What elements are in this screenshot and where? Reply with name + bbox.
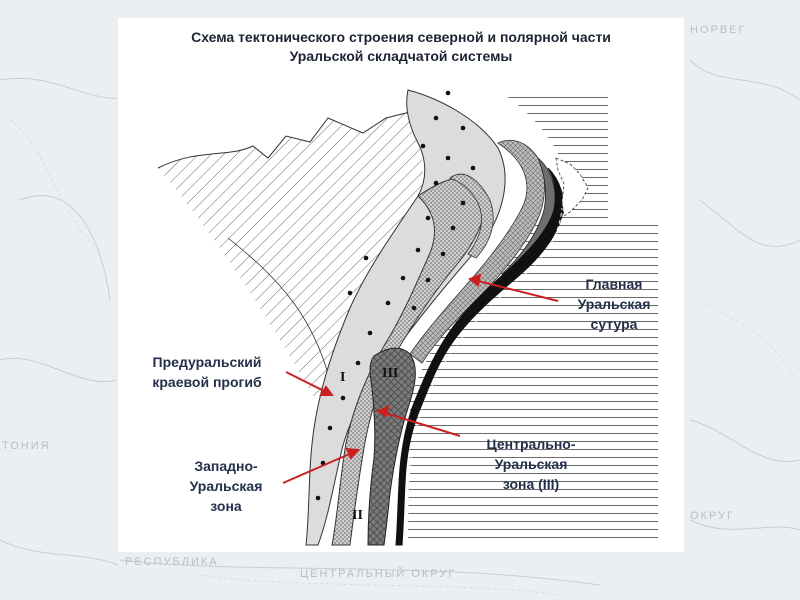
label-central-ural-zone-line-2: Уральская [494,456,568,472]
zone-west-ural [331,177,485,546]
zone-north-dotted-band [449,173,494,259]
label-pre-ural-foredeep-line-2: краевой прогиб [152,374,262,390]
pointer-arrows [282,273,559,484]
label-central-ural-zone-line-3: зона (III) [502,476,560,492]
diagram-title: Схема тектонического строения северной и… [118,28,684,66]
platform-coastline [157,109,419,169]
label-main-ural-suture: Главная Уральская сутура [554,274,674,334]
bg-map-label-5: НОРВЕГ [690,24,747,36]
label-central-ural-zone-line-1: Центрально- [486,436,576,452]
label-pre-ural-foredeep-line-1: Предуральский [152,354,262,370]
bg-map-label-3: РЕСПУБЛИКА [125,556,219,568]
arrow-zapadno-head [345,447,361,460]
label-pre-ural-foredeep: Предуральский краевой прогиб [132,352,282,392]
bg-map-label-4: ЦЕНТРАЛЬНЫЙ ОКРУГ [300,568,457,580]
bg-map-label-1: ТОНИЯ [2,440,51,452]
arrow-preduralsky [285,371,329,394]
main-ural-suture [395,167,564,546]
east-shore-feature [555,157,589,217]
tectonic-scheme [157,89,658,546]
label-west-ural-zone-line-3: зона [210,498,242,514]
arrow-preduralsky-head [319,385,334,396]
label-west-ural-zone: Западно- Уральская зона [168,456,284,516]
label-main-ural-suture-line-2: Уральская [577,296,651,312]
arrow-glavnaya [473,279,559,302]
label-west-ural-zone-line-1: Западно- [194,458,258,474]
foredeep-dots [315,90,476,501]
arrow-centralno-head [375,405,390,418]
arrow-glavnaya-head [467,273,482,287]
label-central-ural-zone: Центрально- Уральская зона (III) [466,434,596,494]
slide: Схема тектонического строения северной и… [118,18,684,552]
zone-label-three: III [382,366,399,381]
label-west-ural-zone-line-2: Уральская [189,478,263,494]
suture-inner-line [405,207,563,546]
title-line-1: Схема тектонического строения северной и… [191,29,611,45]
bg-map-label-2: ОКРУГ [690,510,736,522]
arrow-centralno [381,411,461,437]
zone-central-ural [367,347,416,546]
zone-label-two: II [352,508,363,523]
label-main-ural-suture-line-1: Главная [585,276,643,292]
title-line-2: Уральской складчатой системы [289,48,513,64]
arrow-zapadno [282,451,355,484]
label-main-ural-suture-line-3: сутура [590,316,638,332]
zone-label-one: I [340,370,346,385]
